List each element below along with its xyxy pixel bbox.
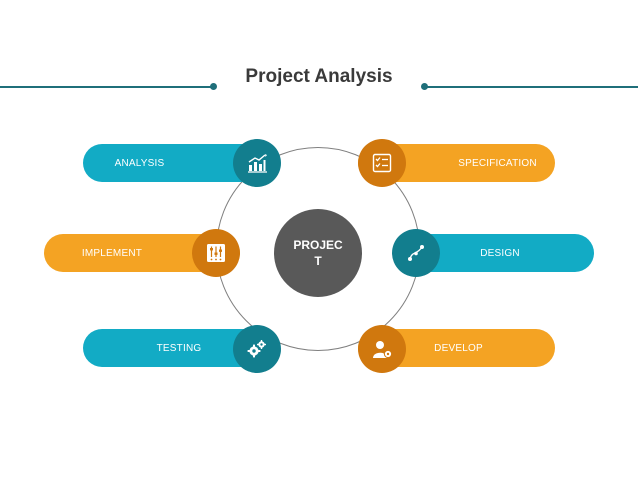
develop-node bbox=[358, 325, 406, 373]
checklist-icon bbox=[372, 153, 392, 173]
center-circle: PROJECT bbox=[274, 209, 362, 297]
sliders-icon bbox=[207, 244, 225, 262]
gears-icon bbox=[247, 340, 266, 358]
analysis-node bbox=[233, 139, 281, 187]
implement-label: IMPLEMENT bbox=[81, 247, 143, 259]
testing-node bbox=[233, 325, 281, 373]
specification-node bbox=[358, 139, 406, 187]
implement-node bbox=[192, 229, 240, 277]
title-rule-left bbox=[0, 86, 213, 88]
page-title: Project Analysis bbox=[245, 66, 393, 87]
develop-label: DEVELOP bbox=[434, 342, 483, 354]
title-rule-left-dot bbox=[210, 83, 217, 90]
developer-icon bbox=[373, 341, 393, 359]
title-rule-right-dot bbox=[421, 83, 428, 90]
design-node bbox=[392, 229, 440, 277]
bar-chart-icon bbox=[248, 154, 267, 173]
center-label: PROJECT bbox=[293, 238, 343, 268]
title-rule-right bbox=[425, 86, 638, 88]
specification-label: SPECIFICATION bbox=[458, 157, 537, 169]
testing-label: TESTING bbox=[156, 342, 202, 354]
analysis-label: ANALYSIS bbox=[114, 157, 165, 169]
pen-curve-icon bbox=[408, 245, 424, 261]
design-label: DESIGN bbox=[480, 247, 520, 259]
